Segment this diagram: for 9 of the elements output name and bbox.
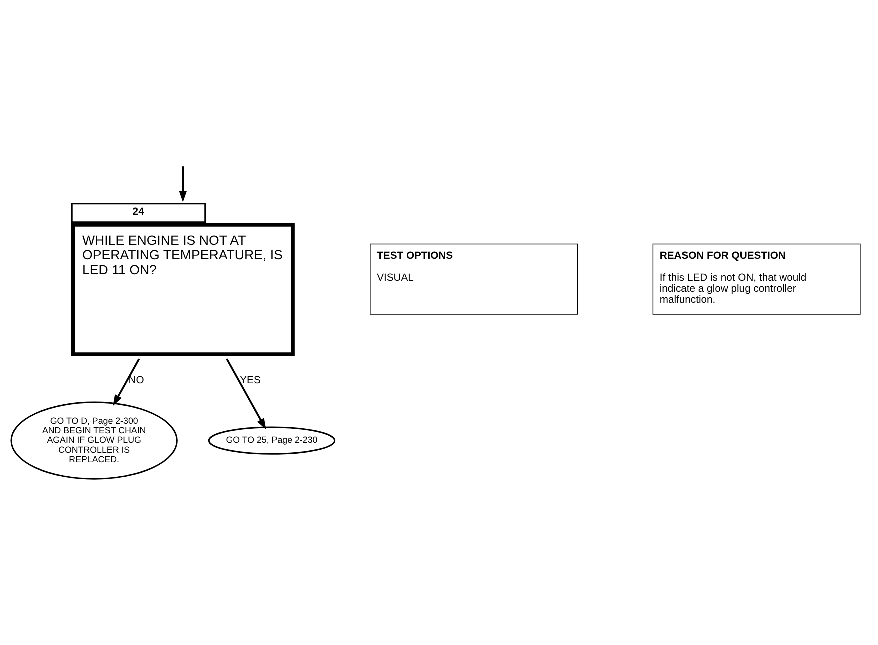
node-ellipse: GO TO D, Page 2-300 AND BEGIN TEST CHAIN AGAIN IF GLOW PLUG CONTROLLER IS REPLACED.	[10, 402, 178, 480]
node-box: REASON FOR QUESTION If this LED is not ON, that would indicate a glow plug controller malfunction.	[652, 244, 861, 315]
node-box: TEST OPTIONS VISUAL	[370, 244, 578, 315]
edge-label: NO	[128, 376, 144, 387]
node-ellipse: GO TO 25, Page 2-230	[208, 426, 336, 455]
arrow	[226, 358, 266, 430]
arrow	[113, 358, 140, 406]
arrow	[179, 166, 188, 202]
edge-label: YES	[240, 376, 261, 387]
